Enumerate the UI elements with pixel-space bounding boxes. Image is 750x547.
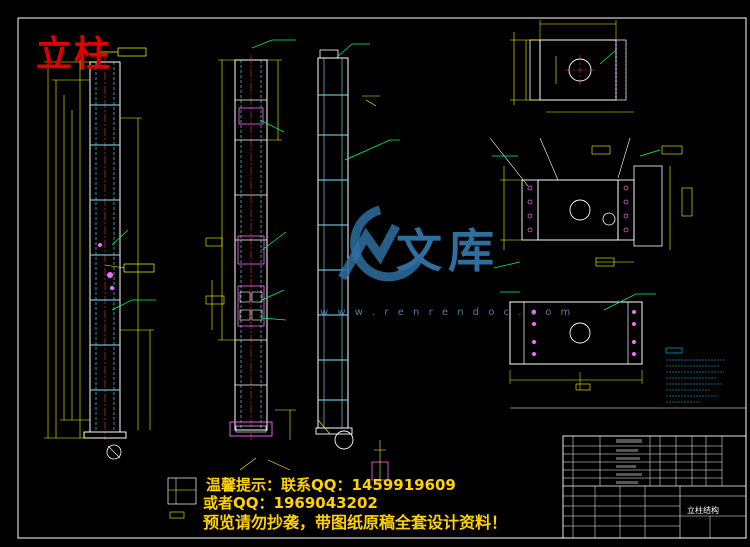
title-block (562, 435, 747, 539)
title-block-name: 立柱结构 (687, 506, 719, 515)
view-top-plate (510, 20, 634, 113)
drawing-title: 立柱 (36, 33, 113, 75)
view-front-column (44, 47, 156, 460)
view-side-column (205, 39, 296, 471)
view-lower-plate (500, 291, 656, 391)
drawing-frame (17, 17, 747, 539)
notice-line-2: 或者QQ：1969043202 (203, 494, 378, 512)
base-detail-callouts (167, 477, 197, 519)
view-rear-column (315, 43, 400, 486)
notice-line-3: 预览请勿抄袭，带图纸原稿全套设计资料！ (203, 513, 508, 532)
view-mid-assembly (489, 137, 693, 269)
notice-line-1: 温馨提示：联系QQ：1459919609 (206, 476, 456, 494)
technical-notes (510, 347, 746, 409)
